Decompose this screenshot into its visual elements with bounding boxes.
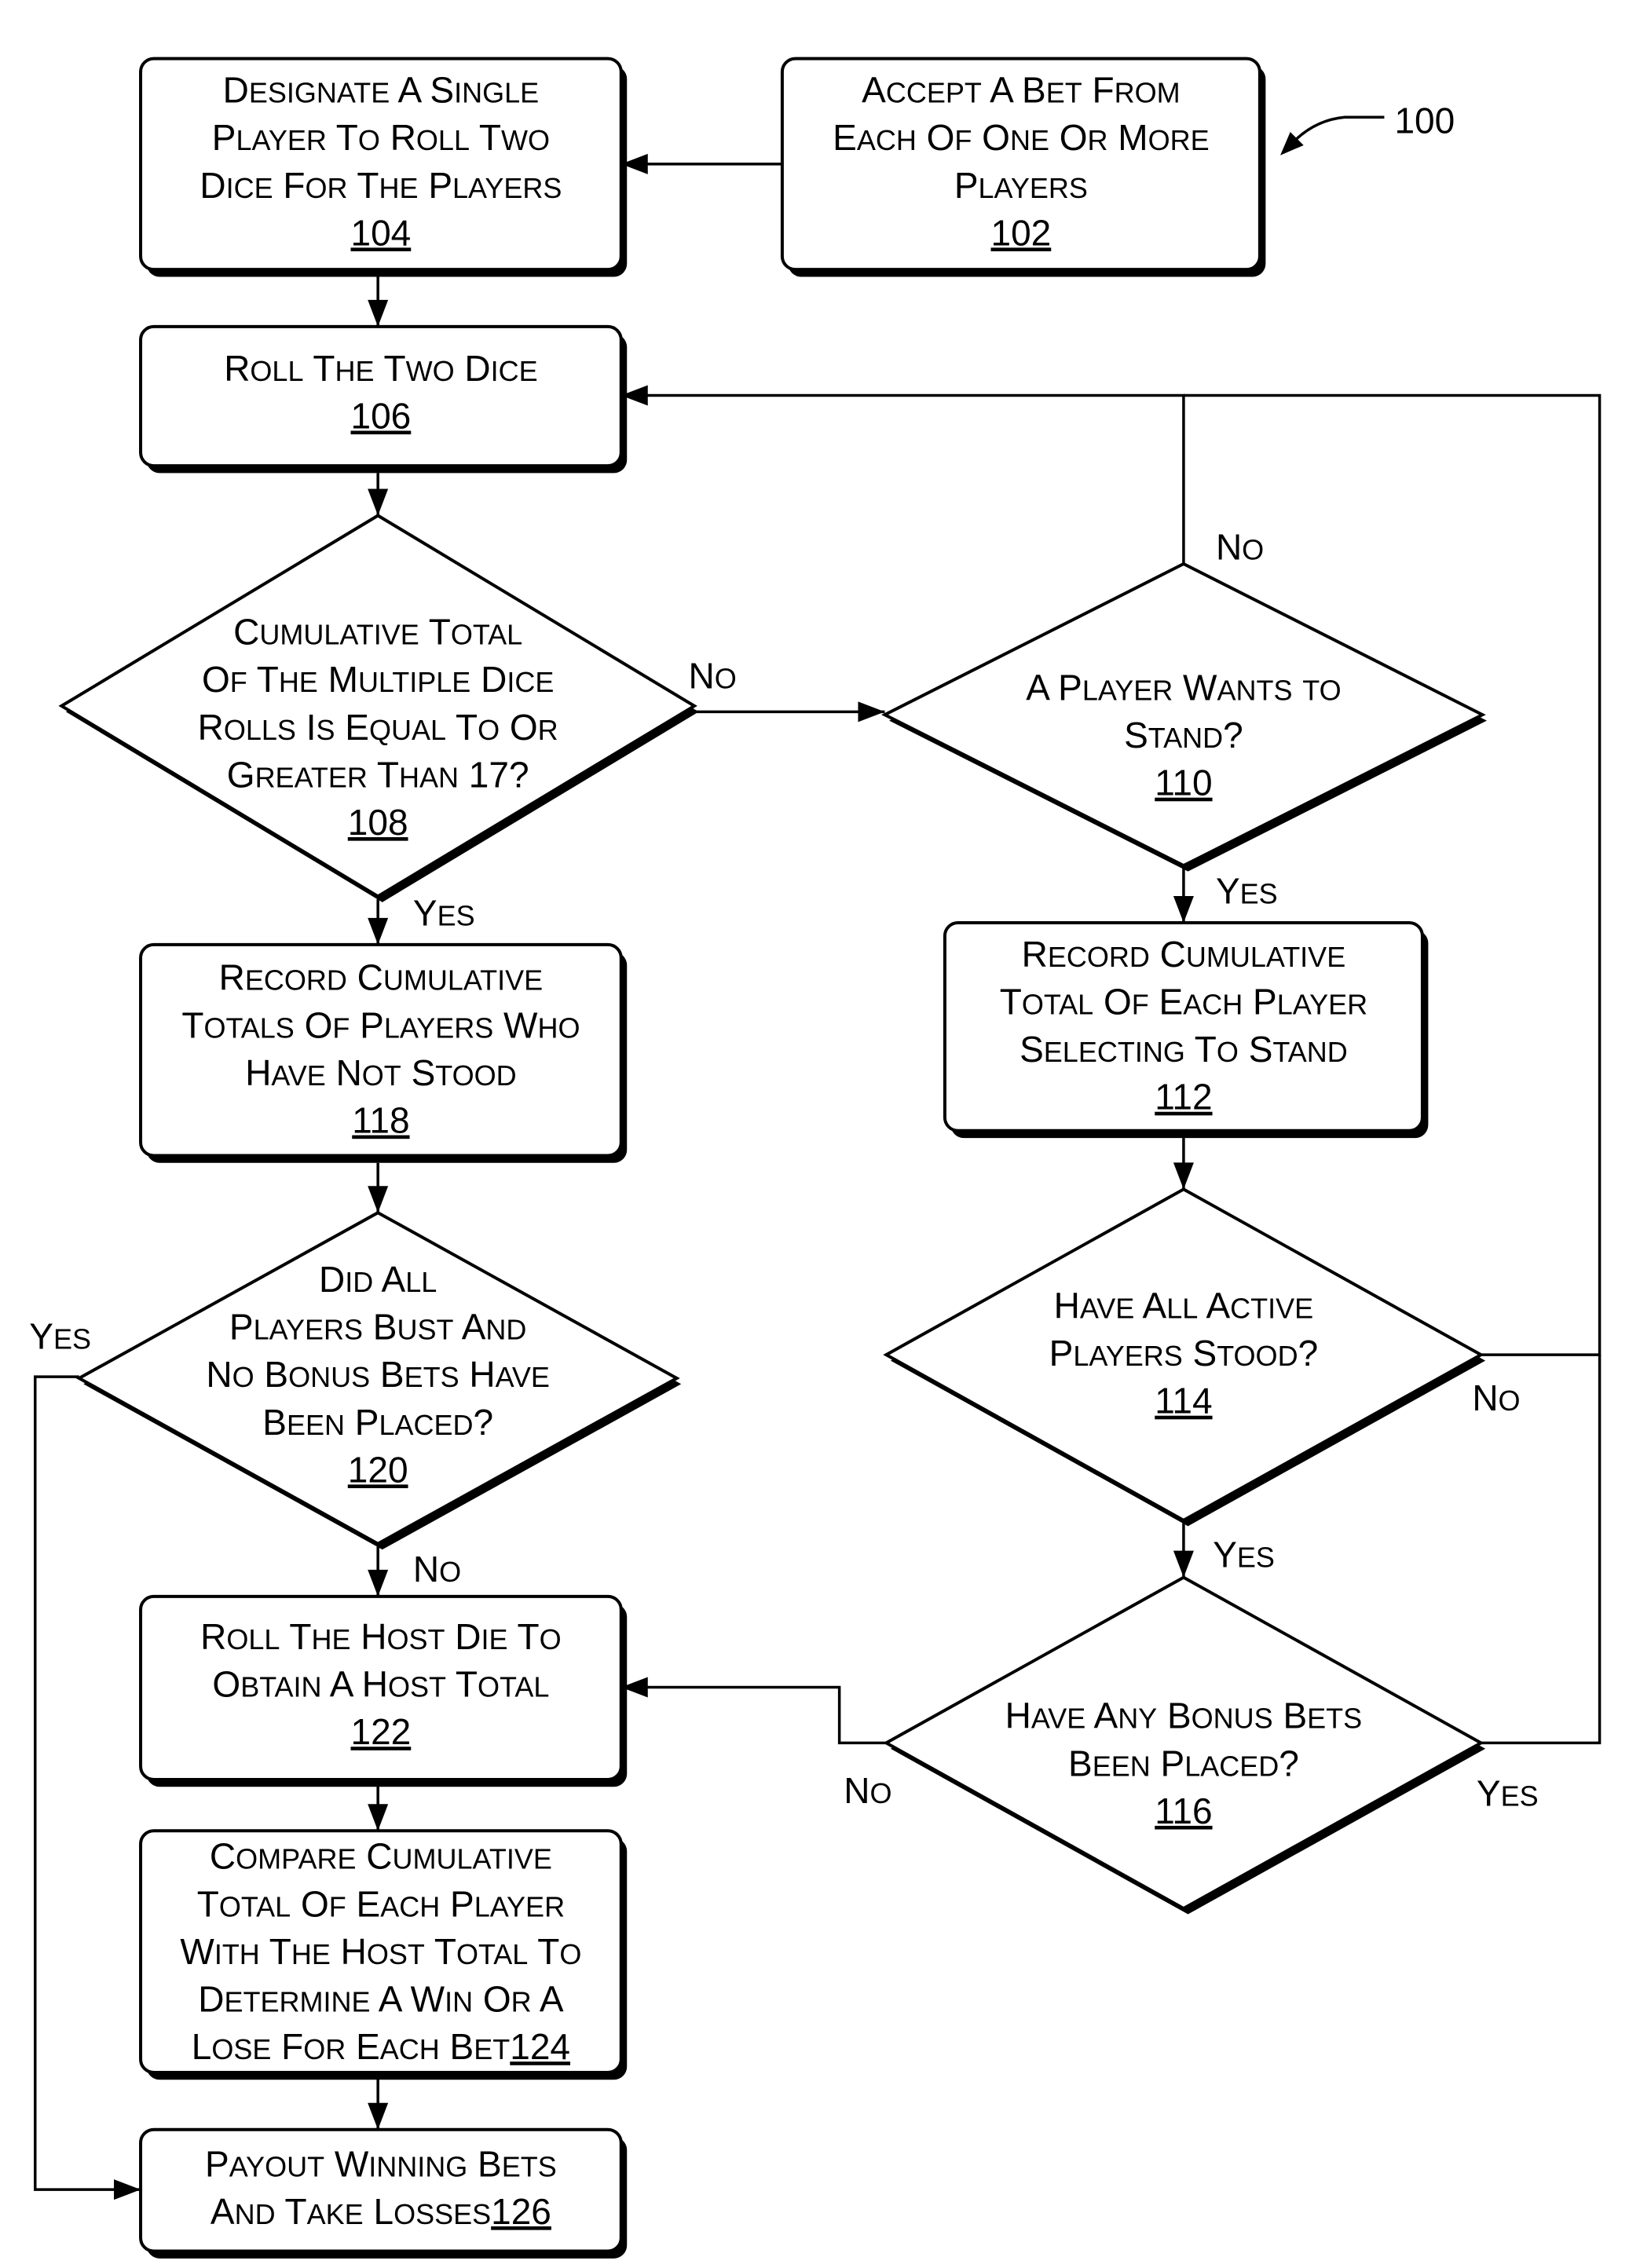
arrow-104-106-head — [368, 300, 388, 327]
decision-120: DID ALLPLAYERS BUST ANDNO BONUS BETS HAV… — [79, 1213, 682, 1549]
decision-108: CUMULATIVE TOTALOF THE MULTIPLE DICEROLL… — [61, 515, 698, 902]
arrow-108-110-head — [858, 701, 884, 722]
arrow-114-116-head — [1173, 1551, 1194, 1578]
process-box-106-ref: 106 — [351, 396, 412, 437]
process-box-122: ROLL THE HOST DIE TOOBTAIN A HOST TOTAL1… — [141, 1597, 627, 1787]
arrow-120-126 — [35, 1377, 141, 2189]
arrow-112-114-head — [1173, 1162, 1194, 1189]
process-box-122-ref: 122 — [351, 1711, 412, 1752]
arrow-116-122 — [621, 1687, 887, 1743]
process-box-102: ACCEPT A BET FROMEACH OF ONE OR MOREPLAY… — [782, 59, 1265, 277]
figure-ref-leader — [1289, 117, 1384, 146]
decision-110-ref: 110 — [1155, 763, 1212, 803]
process-box-112-ref: 112 — [1155, 1077, 1212, 1118]
figure-ref-number: 100 — [1394, 101, 1455, 141]
arrow-110-112-head — [1173, 896, 1194, 923]
arrow-124-126-head — [368, 2103, 388, 2130]
edge-label-d120-yes: YES — [29, 1316, 91, 1357]
decision-116: HAVE ANY BONUS BETSBEEN PLACED?116 — [886, 1578, 1485, 1915]
process-box-112: RECORD CUMULATIVETOTAL OF EACH PLAYERSEL… — [945, 923, 1428, 1138]
nodes: DESIGNATE A SINGLEPLAYER TO ROLL TWODICE… — [61, 59, 1487, 2259]
process-box-106: ROLL THE TWO DICE106 — [141, 327, 627, 474]
arrow-106-108-head — [368, 488, 388, 515]
figure-reference: 100 — [1280, 101, 1455, 155]
decision-116-ref: 116 — [1155, 1791, 1212, 1831]
edge-label-d116-no: NO — [844, 1770, 891, 1811]
arrow-120-122-head — [368, 1570, 388, 1597]
edge-label-d110-yes: YES — [1216, 871, 1278, 912]
process-box-124: COMPARE CUMULATIVETOTAL OF EACH PLAYERWI… — [141, 1831, 627, 2080]
process-box-126: PAYOUT WINNING BETSAND TAKE LOSSES126 — [141, 2130, 627, 2259]
process-box-104: DESIGNATE A SINGLEPLAYER TO ROLL TWODICE… — [141, 59, 627, 277]
edge-label-d108-no: NO — [689, 656, 737, 697]
decision-108-ref: 108 — [348, 802, 408, 843]
process-box-102-ref: 102 — [991, 212, 1052, 253]
arrow-110-106 — [621, 396, 1184, 564]
decision-114: HAVE ALL ACTIVEPLAYERS STOOD?114 — [886, 1189, 1485, 1526]
edge-label-d116-yes: YES — [1477, 1773, 1539, 1814]
process-box-118-ref: 118 — [352, 1100, 409, 1141]
arrow-122-124-head — [368, 1804, 388, 1831]
decision-110-line: A PLAYER WANTS TO — [1026, 667, 1341, 708]
edge-label-d108-yes: YES — [413, 893, 475, 934]
process-box-104-ref: 104 — [351, 212, 412, 253]
edge-label-d114-no: NO — [1472, 1377, 1520, 1418]
arrow-118-120-head — [368, 1186, 388, 1213]
edge-label-d120-no: NO — [413, 1549, 461, 1589]
diamond-outline — [884, 564, 1482, 865]
decision-120-ref: 120 — [348, 1449, 408, 1490]
arrow-120-126-head — [114, 2179, 141, 2200]
arrow-108-118-head — [368, 918, 388, 945]
decision-114-ref: 114 — [1155, 1381, 1212, 1421]
edge-label-d110-no: NO — [1216, 526, 1264, 567]
decision-110: A PLAYER WANTS TOSTAND?110 — [884, 564, 1487, 872]
edge-label-d114-yes: YES — [1213, 1535, 1275, 1575]
process-box-118: RECORD CUMULATIVETOTALS OF PLAYERS WHOHA… — [141, 945, 627, 1163]
